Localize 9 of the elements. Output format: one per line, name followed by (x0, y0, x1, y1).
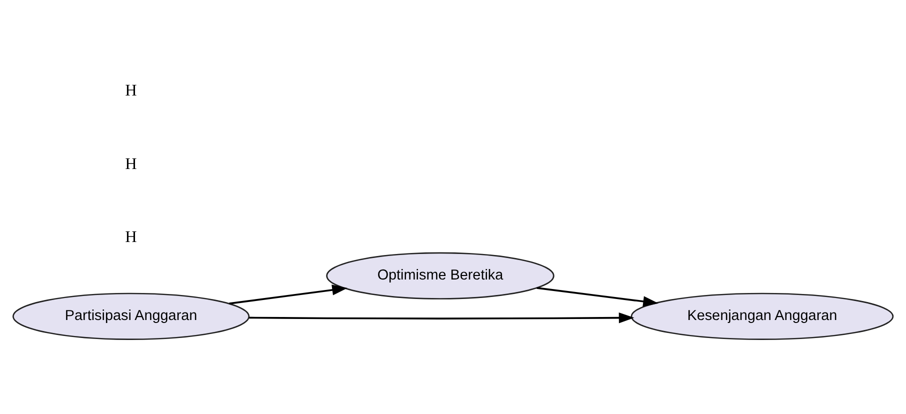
node-ellipse: Partisipasi Anggaran (12, 292, 250, 340)
node-ellipse: Optimisme Beretika (326, 252, 554, 300)
arrow (536, 287, 659, 307)
label: H (125, 82, 137, 100)
label: H (125, 154, 137, 173)
label: H (125, 228, 137, 246)
node-ellipse: Kesenjangan Anggaran (630, 292, 894, 340)
arrow (249, 312, 634, 324)
arrow (229, 284, 348, 304)
